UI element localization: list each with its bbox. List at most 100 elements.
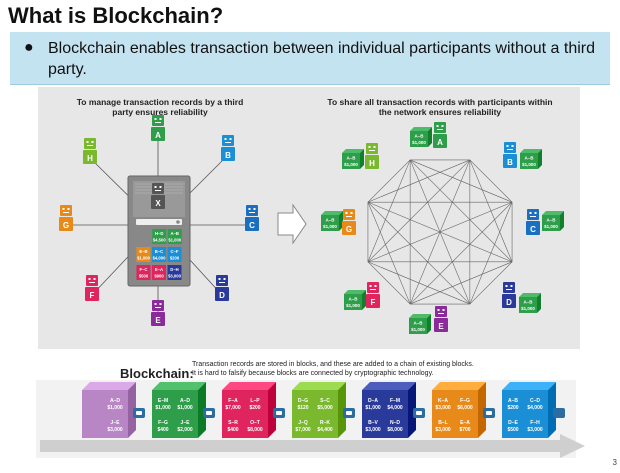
block-7-record-2-amount: $500 [507,427,518,433]
block-6-record-3-amount: $700 [459,427,470,433]
block-7-record-3-amount: $3,000 [527,427,543,433]
blockchain-label: Blockchain: [120,366,194,381]
blockchain-description-line1: Transaction records are stored in blocks… [192,361,474,368]
svg-text:$3,000: $3,000 [168,274,181,279]
svg-text:E–A: E–A [155,267,163,272]
left-node-e-head [152,300,164,311]
block-6-record-1-amount: $6,000 [457,405,473,411]
block-1-record-3-pair: J–E [111,420,121,426]
right-node-e-label: E [438,322,444,331]
block-4-record-2-pair: J–Q [298,420,308,426]
svg-text:F–C: F–C [140,267,148,272]
svg-text:$500: $500 [139,274,149,279]
left-node-d-label: D [219,291,225,300]
ledger-copy-g-top: A–B [326,218,336,223]
block-3-record-2-pair: S–R [228,420,238,426]
block-5-record-2-amount: $3,000 [365,427,381,433]
right-node-a-head [434,122,446,133]
block-4-record-1-amount: $5,000 [317,405,333,411]
svg-text:B–C: B–C [155,249,163,254]
block-6-record-3-pair: E–A [460,420,470,426]
block-4-record-2-amount: $7,000 [295,427,311,433]
right-node-e-head [435,306,447,317]
svg-text:$4,500: $4,500 [153,238,166,243]
block-2-record-2-amount: $400 [157,427,168,433]
right-node-d-tile [502,294,516,308]
left-node-a-label: A [155,131,161,140]
chain-arrow-icon [40,434,585,458]
ledger-copy-d-bottom: $1,000 [521,306,535,311]
slide-title: What is Blockchain? [8,3,224,28]
ledger-copy-c-top: A–B [547,218,557,223]
right-node-g-head [343,209,355,220]
right-node-h-label: H [369,159,375,168]
left-node-g-label: G [63,221,69,230]
left-node-f-label: F [90,291,95,300]
bullet-banner: ● Blockchain enables transaction between… [10,32,610,85]
block-3-record-3-pair: O–T [250,420,260,426]
svg-text:$1,000: $1,000 [137,256,150,261]
left-node-h-tile [83,150,97,164]
blockchain-description: Transaction records are stored in blocks… [192,360,552,378]
ledger-copy-h: A–B$1,000 [342,149,364,169]
left-node-a-tile [151,127,165,141]
ledger-copy-f-top: A–B [349,297,359,302]
ledger-copy-d: A–B$1,000 [519,293,541,313]
left-node-d-tile [215,287,229,301]
block-5-record-3-pair: N–D [390,420,400,426]
right-node-a-label: A [437,138,443,147]
ledger-copy-g-bottom: $1,000 [323,224,337,229]
ledger-copy-b-bottom: $1,000 [522,162,536,167]
right-node-b-label: B [507,158,513,167]
center-third-party-label: X [155,199,161,208]
left-node-a-head [152,115,164,126]
svg-text:C–F: C–F [171,249,179,254]
block-3-record-0-pair: F–A [228,398,238,404]
block-4-record-0-amount: $120 [297,405,308,411]
right-node-g-tile [342,221,356,235]
ledger-copy-g: A–B$1,000 [321,211,343,231]
left-node-b-tile [221,147,235,161]
chain-link-icon-end [553,408,565,418]
block-2-record-1-pair: A–D [180,398,190,404]
left-node-b-head [222,135,234,146]
right-panel-title: To share all transaction records with pa… [327,97,553,117]
right-node-f-tile [366,294,380,308]
ledger-copy-a-bottom: $1,000 [412,140,426,145]
block-7-record-1-amount: $4,000 [527,405,543,411]
right-node-h-head [366,143,378,154]
ledger-copy-f: A–B$1,000 [344,290,366,310]
block-2-record-0-amount: $1,000 [155,405,171,411]
left-node-h-label: H [87,154,93,163]
ledger-copy-f-bottom: $1,000 [346,303,360,308]
block-5-record-0-amount: $1,000 [365,405,381,411]
block-6-record-2-amount: $3,000 [435,427,451,433]
svg-text:A–B: A–B [171,231,179,236]
blockchain-description-line2: It is hard to falsify because blocks are… [192,370,434,377]
block-4-record-3-amount: $4,400 [317,427,333,433]
block-1-record-3-amount: $3,000 [107,427,123,433]
block-2-record-0-pair: E–M [158,398,168,404]
ledger-record-1-0: E–B$1,000 [136,247,151,262]
left-node-c-tile [245,217,259,231]
right-node-a-tile [433,134,447,148]
right-node-b-head [504,142,516,153]
block-7-record-1-pair: C–D [530,398,540,404]
left-node-d-head [216,275,228,286]
left-node-f-tile [85,287,99,301]
right-node-b-tile [503,154,517,168]
right-node-f-label: F [371,298,376,307]
block-6-record-0-pair: K–A [438,398,448,404]
ledger-copy-a: A–B$1,000 [410,127,432,147]
ledger-copy-h-top: A–B [347,156,357,161]
left-node-g-tile [59,217,73,231]
left-network: XH–D$4,500A–B$1,000E–B$1,000B–C$4,000C–F… [59,115,259,326]
svg-text:D–H: D–H [170,267,178,272]
svg-text:$900: $900 [154,274,164,279]
left-node-e-label: E [155,316,161,325]
block-3-record-3-amount: $8,000 [247,427,263,433]
